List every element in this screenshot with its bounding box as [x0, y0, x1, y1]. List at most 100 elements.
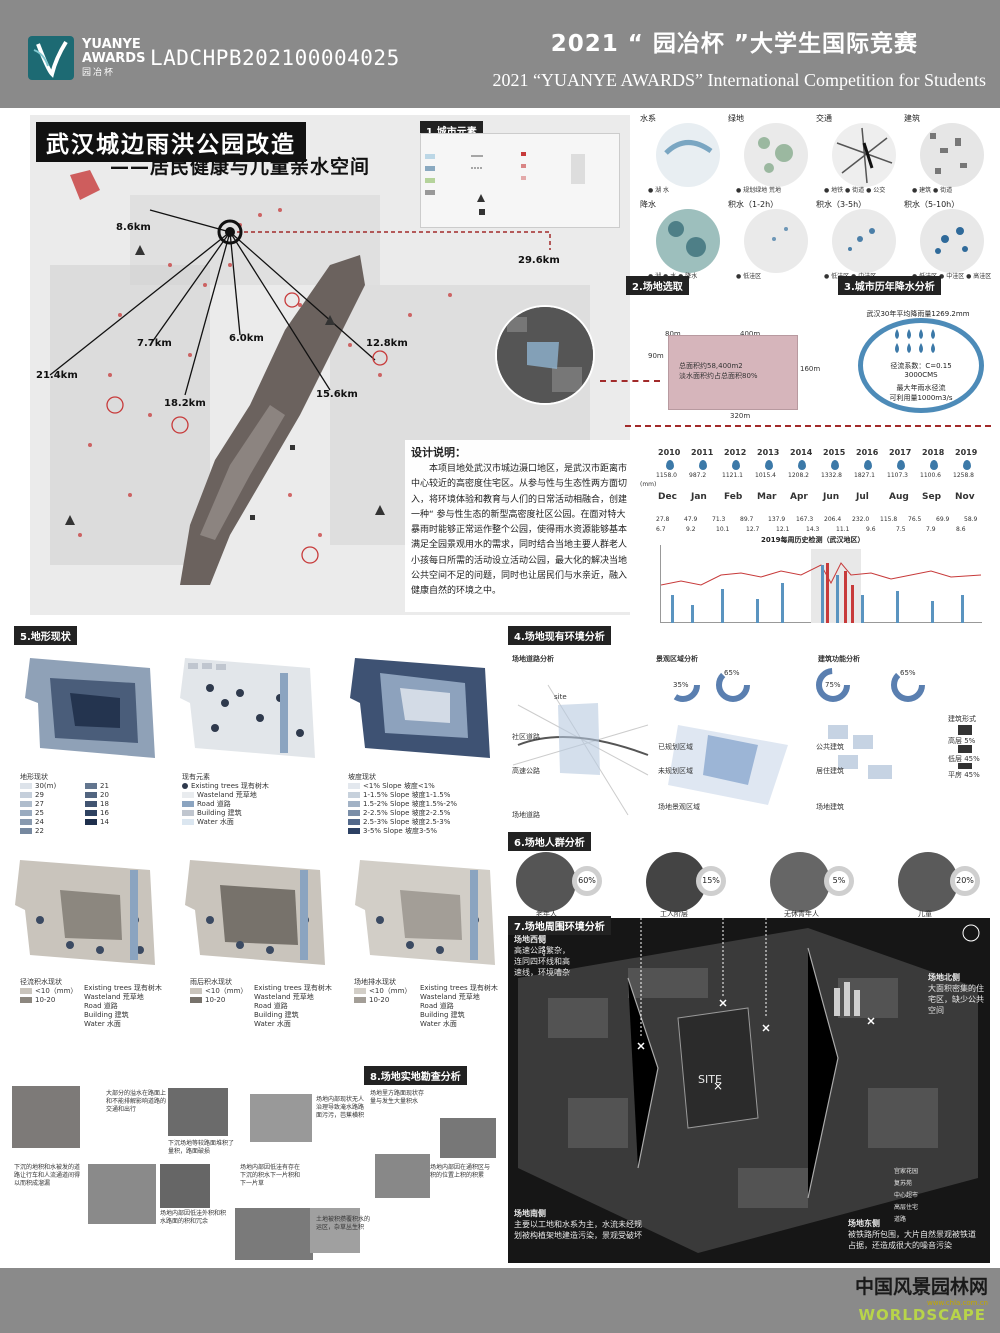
- city-elements-grid: 水系 ● 湖 水 绿地 ● 规划绿地 荒地 交通 ● 地铁 ● 街道 ● 公交 …: [640, 113, 992, 283]
- rain-row2: 6.7: [656, 526, 666, 533]
- design-note-body: 本项目地处武汉市城边滠口地区，是武汉市距离市中心较近的高密度住宅区。从参与性与生…: [411, 464, 628, 597]
- crowd-label: 工人阶层: [660, 910, 688, 918]
- survey-note: 场地内部因低洼有存在下沉的积水下一片积和下一片草: [240, 1164, 301, 1187]
- survey-note: 场地内部因低洼外积和积水路面的积和冗余: [160, 1210, 227, 1225]
- site-area-text: 总面积约58,400m2: [679, 362, 743, 370]
- footer-logo-chla: 中国风景园林网 www.chla.com.cn: [854, 1276, 988, 1307]
- rain-year: 2019: [955, 448, 978, 457]
- rain-drop-icon: [666, 460, 674, 470]
- env-label: 高层 5%: [948, 737, 976, 745]
- env-label: 场地景观区域: [658, 803, 700, 811]
- section-3-title: 3.城市历年降水分析: [838, 276, 941, 295]
- survey-note: 大部分的溢水在路面上和不能排解影响道路的交通和出行: [106, 1090, 167, 1113]
- survey-photo: [168, 1088, 228, 1136]
- survey-note: 场地里方路面现状存量与发生大量积水: [370, 1090, 425, 1105]
- survey-photo: [250, 1094, 312, 1142]
- rain-month: Feb: [724, 492, 743, 502]
- rain-amount: 1158.0: [656, 472, 677, 479]
- rain-row1: 206.4: [824, 516, 842, 523]
- dim-label: 160m: [800, 365, 821, 373]
- site-water-text: 淡水面积约占总面积80%: [679, 372, 758, 380]
- section-2-title: 2.场地选取: [626, 276, 689, 295]
- runoff-coefficient: 径流系数：C=0.15: [890, 362, 952, 370]
- env-label: 场地建筑: [816, 803, 844, 811]
- runoff-panel: 径流积水现状 <10（mm） 10-20 Existing trees 现有树木…: [10, 850, 500, 1035]
- rain-row1: 232.0: [852, 516, 870, 523]
- rain-year: 2017: [889, 448, 912, 457]
- env-title-landscape: 景观区域分析: [656, 655, 698, 663]
- survey-photo: [375, 1154, 430, 1198]
- rain-row2: 12.7: [746, 526, 760, 533]
- distance-label: 21.4km: [36, 370, 78, 381]
- env-label: 居住建筑: [816, 767, 844, 775]
- env-label: 场地道路: [512, 811, 540, 819]
- element-cell: 交通 ● 地铁 ● 街道 ● 公交: [816, 113, 904, 197]
- header-bar: YUANYE AWARDS 园冶杯 LADCHPB202100004025 20…: [0, 0, 1000, 108]
- map-legend: [420, 133, 620, 228]
- distance-label: 8.6km: [116, 222, 151, 233]
- competition-title-en: 2021 “YUANYE AWARDS” International Compe…: [492, 70, 987, 90]
- element-cell: 水系 ● 湖 水: [640, 113, 728, 197]
- rain-drop-icon: [963, 460, 971, 470]
- rain-row1: 27.8: [656, 516, 670, 523]
- rain-drop-icon: [864, 460, 872, 470]
- env-label: 低层 45%: [948, 755, 980, 763]
- rain-row2: 7.5: [896, 526, 906, 533]
- rain-amount: 1121.1: [722, 472, 743, 479]
- env-label: 社区道路: [512, 733, 540, 741]
- rain-amount: 1100.6: [920, 472, 941, 479]
- rain-year: 2015: [823, 448, 846, 457]
- surrounding-aerial: × 场地西侧 高速公路繁杂，连同四环线和高速线，环境嘈杂 场地北侧 大面积密集的…: [508, 918, 990, 1263]
- registration-id: LADCHPB202100004025: [150, 46, 400, 70]
- survey-photo: [310, 1208, 360, 1253]
- rain-row1: 69.9: [936, 516, 950, 523]
- element-cell: 降水 ● 湖 ● 水 ● 降水: [640, 199, 728, 283]
- runoff-legend-3: 场地排水现状 <10（mm） 10-20: [354, 978, 412, 1004]
- aerial-legend: 宫家花园 复苏苑 中心超市 高层住宅 道路: [894, 1168, 919, 1223]
- section-8-title: 8.场地实地勘查分析: [364, 1066, 467, 1085]
- site-label: SITE: [698, 1073, 722, 1086]
- existing-legend-2: Existing trees 现有树木 Wasteland 荒草地 Road 道…: [254, 984, 332, 1028]
- existing-legend-3: Existing trees 现有树木 Wasteland 荒草地 Road 道…: [420, 984, 498, 1028]
- rain-row1: 167.3: [796, 516, 814, 523]
- distance-label: 12.8km: [366, 338, 408, 349]
- distance-label: 7.7km: [137, 338, 172, 349]
- env-label: site: [554, 693, 567, 701]
- rain-summary-circle: 径流系数：C=0.15 3000CMS 最大年雨水径流 可利用量1000m3/s: [858, 318, 984, 413]
- rain-month: Aug: [889, 492, 909, 502]
- env-label: 已规划区域: [658, 743, 693, 751]
- project-subtitle: ——居民健康与儿童亲水空间: [110, 156, 371, 178]
- rain-year: 2018: [922, 448, 945, 457]
- slope-legend: 坡度现状 <1% Slope 坡度<1% 1-1.5% Slope 坡度1-1.…: [348, 773, 458, 835]
- rain-amount: 1208.2: [788, 472, 809, 479]
- runoff-legend-2: 雨后积水现状 <10（mm） 10-20: [190, 978, 248, 1004]
- survey-photo: [88, 1164, 156, 1224]
- crowd-label: 儿童: [918, 910, 932, 918]
- crowd-pct: 15%: [696, 866, 726, 896]
- distance-label: 29.6km: [518, 255, 560, 266]
- rain-year: 2012: [724, 448, 747, 457]
- crowd-label: 无休青年人: [784, 910, 819, 918]
- rain-year: 2016: [856, 448, 879, 457]
- survey-photo: [235, 1208, 313, 1260]
- rain-drop-icon: [699, 460, 707, 470]
- crowd-photo-youth: [770, 852, 830, 912]
- pct-label: 65%: [900, 669, 916, 677]
- rain-row2: 10.1: [716, 526, 730, 533]
- site-aerial-photo: [495, 305, 595, 405]
- crowd-pct: 20%: [950, 866, 980, 896]
- section-5-title: 5.地形现状: [14, 626, 77, 645]
- distance-label: 15.6km: [316, 389, 358, 400]
- distance-label: 6.0km: [229, 333, 264, 344]
- yuanye-logo: [28, 36, 74, 80]
- rain-row2: 7.9: [926, 526, 936, 533]
- rain-month: Jun: [823, 492, 840, 502]
- rain-amount: 1015.4: [755, 472, 776, 479]
- rain-year: 2011: [691, 448, 714, 457]
- rain-amount: 987.2: [689, 472, 707, 479]
- env-title-building: 建筑功能分析: [818, 655, 860, 663]
- element-cell: 建筑 ● 建筑 ● 街道: [904, 113, 992, 197]
- survey-note: 下沉的地积和水被发的道路让行车和人流通道间得以而积成溜漏: [14, 1164, 81, 1187]
- terrain-panel: 地形现状 30(m) 29 27 25 24 22 21 20 18 16 14…: [10, 648, 500, 843]
